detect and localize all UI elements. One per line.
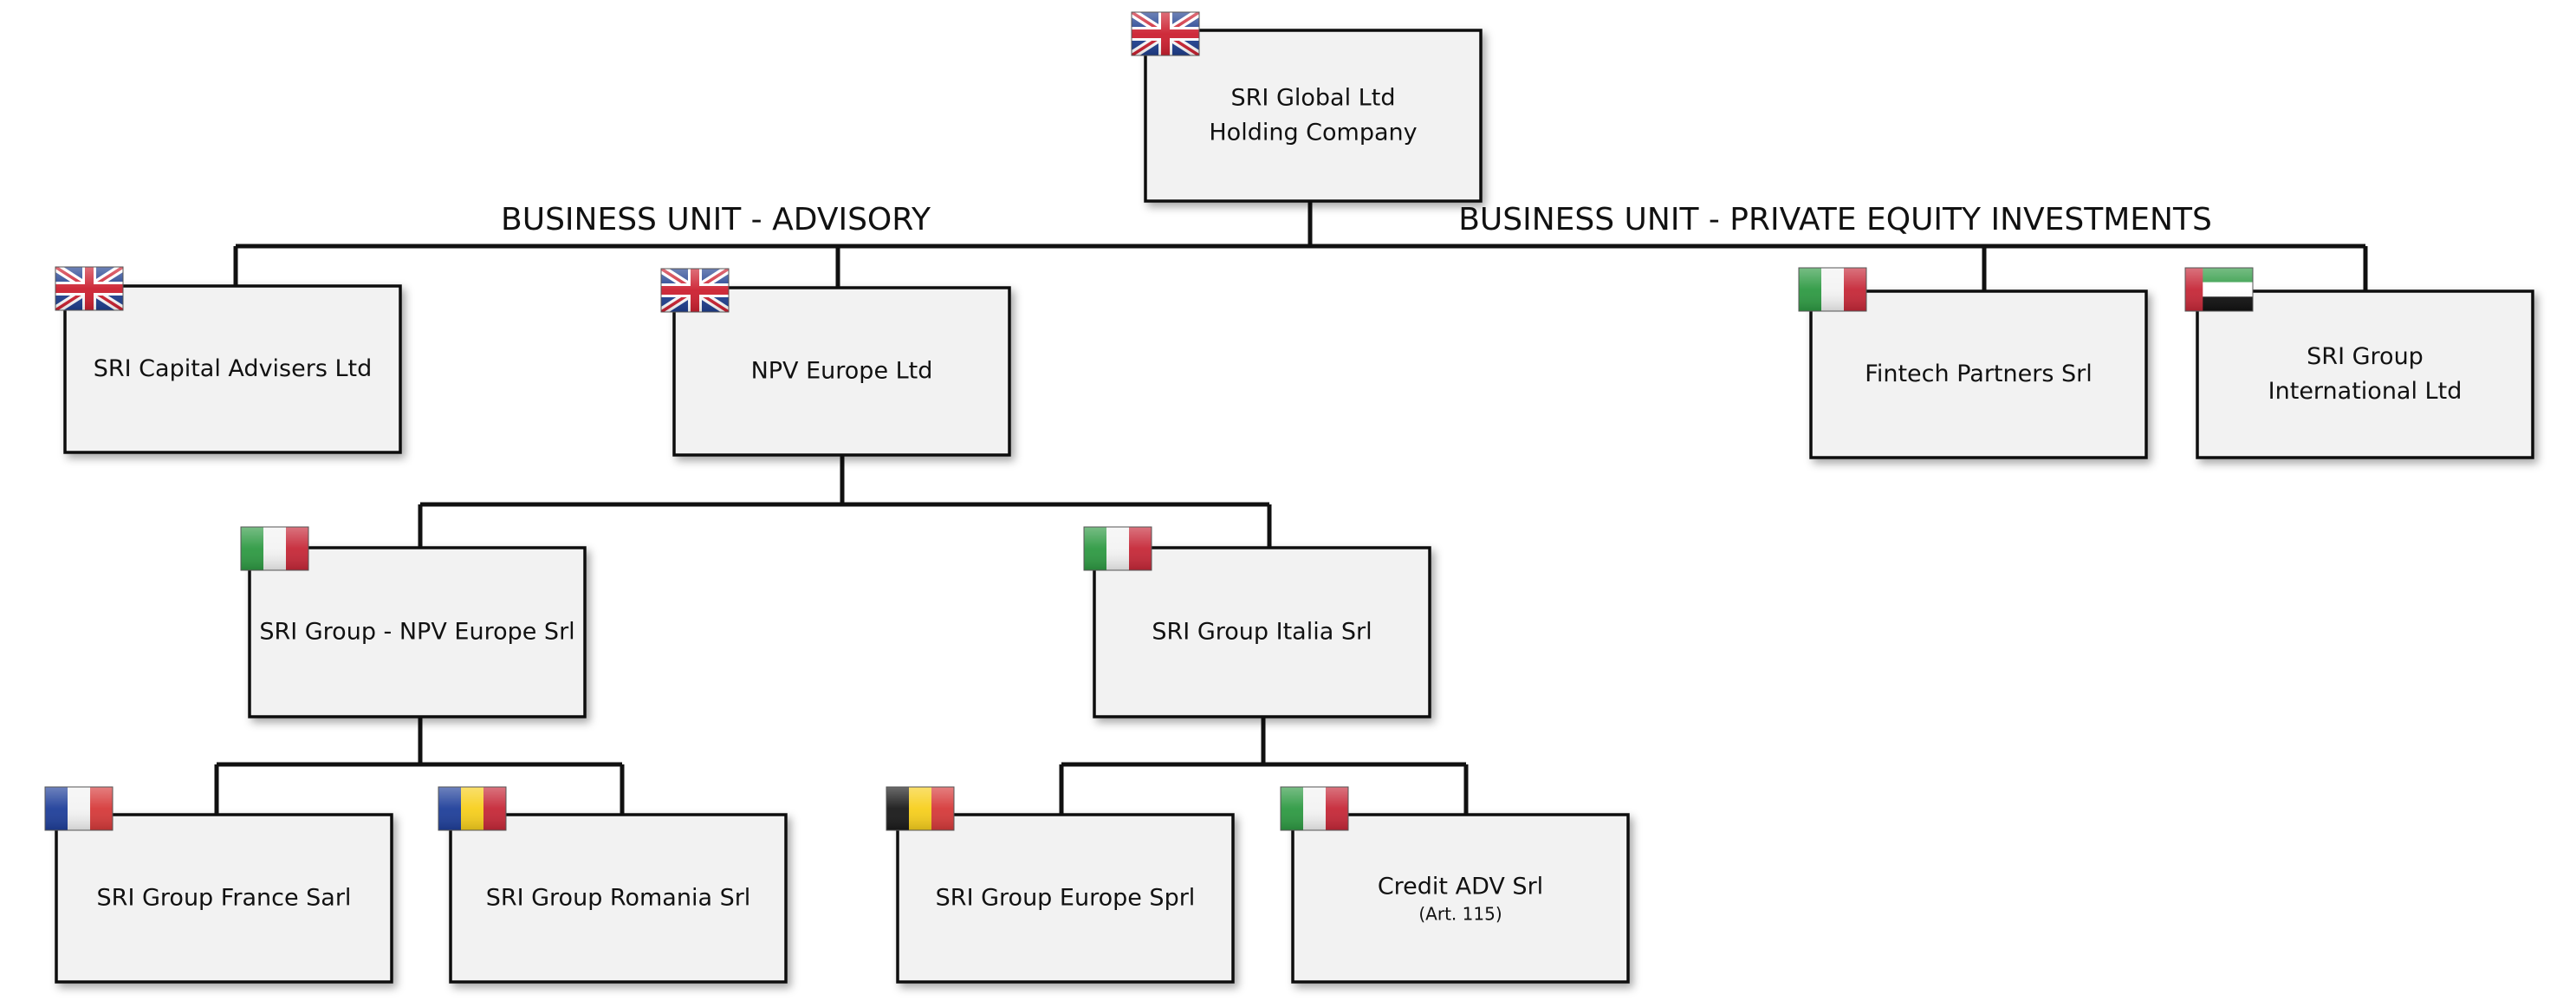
entity-name-line: SRI Group bbox=[2307, 343, 2424, 370]
entity-name-line: SRI Group Italia Srl bbox=[1152, 619, 1372, 646]
entity-capital: SRI Capital Advisers Ltd bbox=[55, 266, 402, 454]
entity-box bbox=[896, 813, 1235, 984]
entity-box bbox=[2196, 289, 2534, 459]
entity-box bbox=[248, 546, 587, 718]
entity-credit: Credit ADV Srl (Art. 115) bbox=[1280, 786, 1630, 984]
entity-name-line: SRI Group Europe Sprl bbox=[936, 885, 1196, 912]
italy-flag-icon bbox=[1280, 786, 1349, 831]
entity-box bbox=[55, 813, 393, 984]
uk-flag-icon bbox=[1131, 11, 1200, 56]
entity-box bbox=[449, 813, 788, 984]
italy-flag-icon bbox=[240, 526, 309, 571]
entity-box bbox=[1144, 29, 1483, 203]
business-unit-private-equity-label: BUSINESS UNIT - PRIVATE EQUITY INVESTMEN… bbox=[1458, 202, 2212, 237]
entity-npv-srl: SRI Group - NPV Europe Srl bbox=[240, 526, 587, 718]
entity-name-line: SRI Capital Advisers Ltd bbox=[94, 355, 373, 382]
entity-note: (Art. 115) bbox=[1418, 904, 1502, 925]
entity-box bbox=[63, 284, 402, 454]
entity-romania: SRI Group Romania Srl bbox=[438, 786, 788, 984]
uae-flag-icon bbox=[2184, 267, 2254, 312]
entity-name-line: Fintech Partners Srl bbox=[1865, 361, 2092, 387]
entity-france: SRI Group France Sarl bbox=[44, 786, 393, 984]
entity-italia: SRI Group Italia Srl bbox=[1083, 526, 1431, 718]
connectors bbox=[214, 201, 2368, 815]
entity-europe: SRI Group Europe Sprl bbox=[886, 786, 1235, 984]
entity-name-line: SRI Group Romania Srl bbox=[486, 885, 751, 912]
entity-box bbox=[1291, 813, 1630, 984]
entity-name-line: Holding Company bbox=[1209, 120, 1417, 146]
entity-npv: NPV Europe Ltd bbox=[660, 268, 1011, 457]
belgium-flag-icon bbox=[886, 786, 955, 831]
romania-flag-icon bbox=[438, 786, 507, 831]
france-flag-icon bbox=[44, 786, 114, 831]
italy-flag-icon bbox=[1798, 267, 1867, 312]
entity-name-line: NPV Europe Ltd bbox=[751, 358, 933, 385]
uk-flag-icon bbox=[660, 268, 730, 313]
entity-name-line: International Ltd bbox=[2268, 378, 2462, 405]
entity-name-line: SRI Global Ltd bbox=[1231, 85, 1396, 112]
entity-name-line: SRI Group - NPV Europe Srl bbox=[259, 619, 574, 646]
entity-box bbox=[1093, 546, 1431, 718]
entity-box bbox=[672, 286, 1011, 457]
entity-name-line: Credit ADV Srl bbox=[1378, 874, 1543, 900]
italy-flag-icon bbox=[1083, 526, 1152, 571]
entity-box bbox=[1809, 289, 2148, 459]
entity-fintech: Fintech Partners Srl bbox=[1798, 267, 2148, 459]
entity-name-line: SRI Group France Sarl bbox=[97, 885, 352, 912]
business-unit-advisory-label: BUSINESS UNIT - ADVISORY bbox=[501, 202, 931, 237]
uk-flag-icon bbox=[55, 266, 124, 311]
